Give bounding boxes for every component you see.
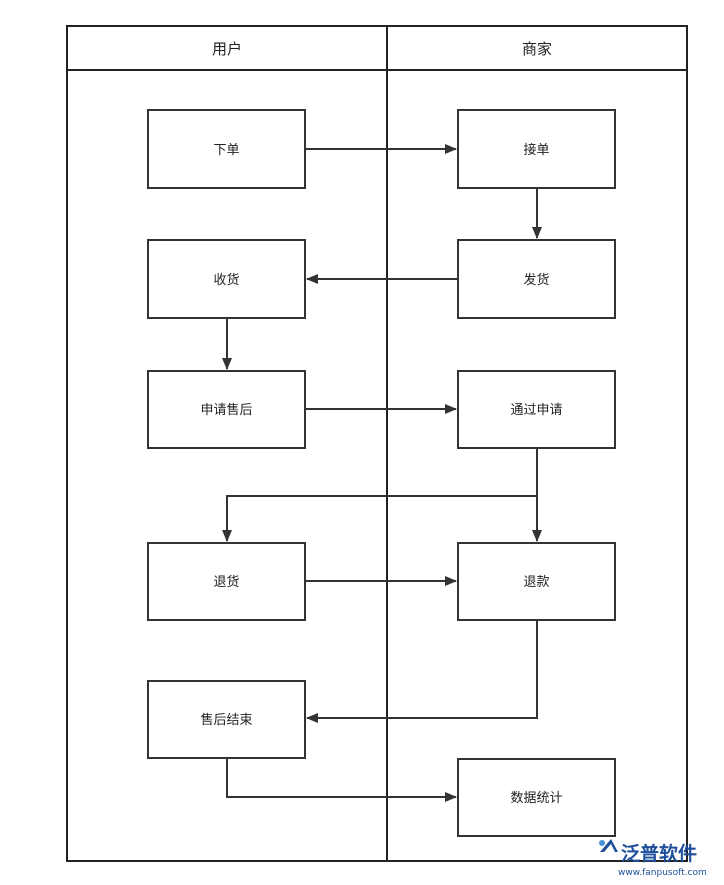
node-label: 退款: [523, 575, 549, 590]
node-place-order: 下单: [147, 109, 306, 189]
node-label: 退货: [213, 574, 239, 590]
node-receive-goods: 收货: [147, 239, 306, 319]
node-refund: 退款: [457, 542, 616, 621]
node-data-statistics: 数据统计: [457, 758, 616, 837]
watermark-url: www.fanpusoft.com: [618, 868, 707, 878]
node-label: 发货: [523, 272, 549, 288]
node-label: 下单: [213, 143, 239, 158]
node-label: 通过申请: [510, 403, 562, 418]
watermark: 泛普软件 www.fanpusoft.com: [599, 839, 707, 878]
lane-title-user: 用户: [212, 40, 242, 58]
node-approve-application: 通过申请: [457, 370, 616, 449]
node-aftersale-end: 售后结束: [147, 680, 306, 759]
fanpu-logo-icon: [599, 839, 618, 852]
diagram-frame: [66, 25, 688, 862]
node-label: 售后结束: [200, 712, 252, 728]
node-label: 接单: [523, 142, 549, 158]
node-label: 申请售后: [200, 402, 252, 418]
node-ship-goods: 发货: [457, 239, 616, 319]
edge-aftersale-end-to-data-statistics: [226, 758, 457, 802]
node-accept-order: 接单: [457, 109, 616, 189]
watermark-brand: 泛普软件: [621, 842, 697, 865]
edge-approve-application-to-return-goods: [222, 448, 538, 542]
edge-refund-to-aftersale-end: [306, 620, 538, 723]
node-return-goods: 退货: [147, 542, 306, 621]
node-apply-aftersale: 申请售后: [147, 370, 306, 449]
lane-title-merchant: 商家: [522, 40, 552, 58]
node-label: 数据统计: [510, 791, 562, 806]
edges: [222, 144, 542, 802]
node-label: 收货: [213, 272, 239, 288]
